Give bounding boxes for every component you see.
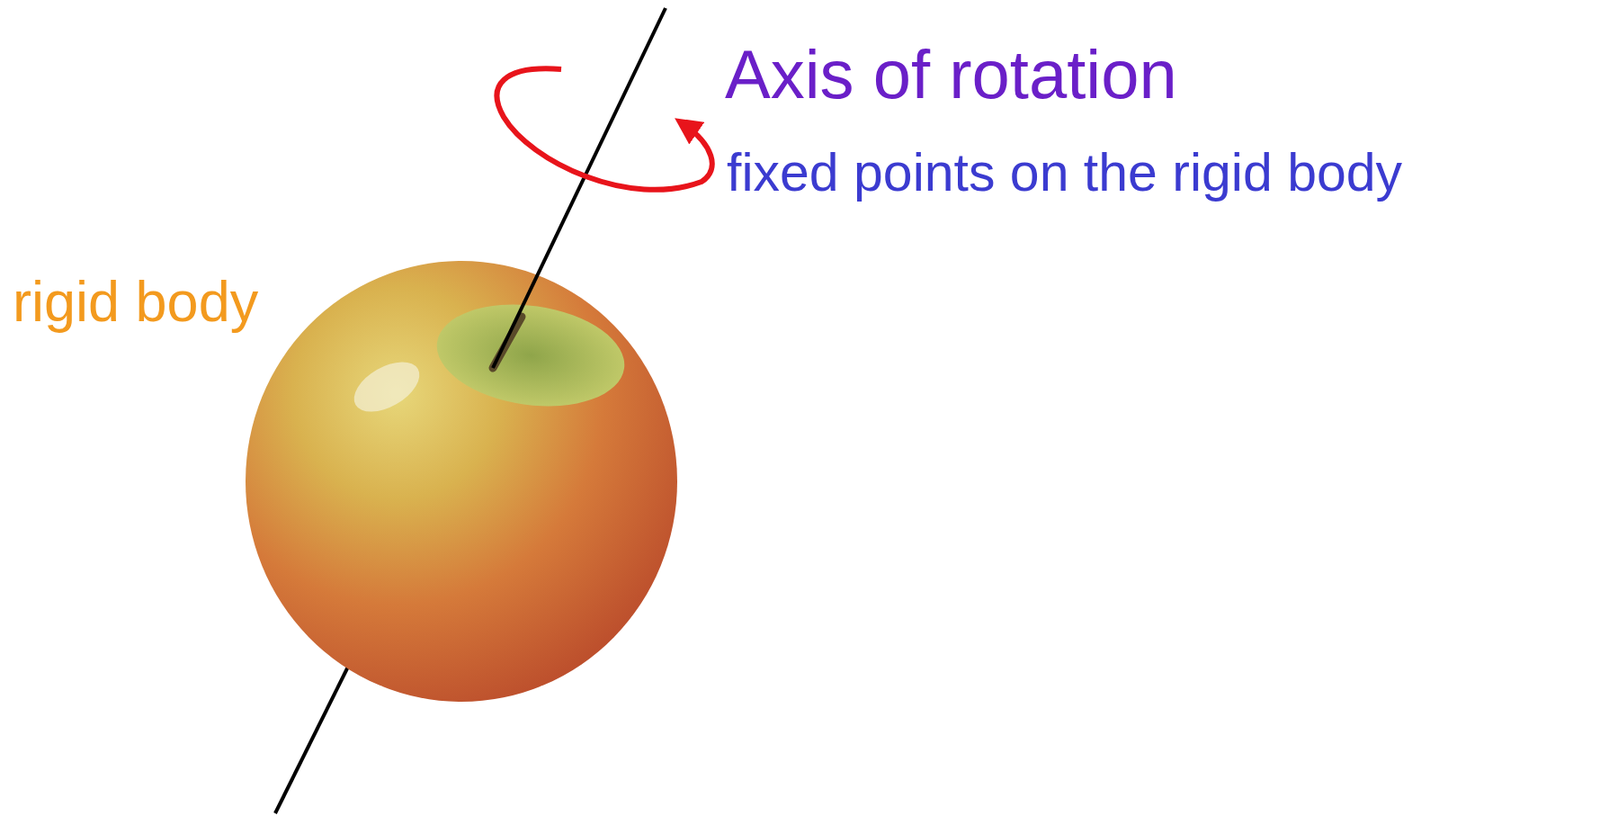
rotation-arrow — [497, 68, 713, 190]
fixed-points-label: fixed points on the rigid body — [726, 146, 1403, 200]
apple-highlight — [345, 351, 428, 422]
apple-cavity — [429, 293, 631, 418]
axis-line — [275, 661, 351, 814]
body-label: rigid body — [12, 273, 259, 331]
apple-body — [245, 260, 678, 702]
axis-label: Axis of rotation — [724, 40, 1178, 109]
